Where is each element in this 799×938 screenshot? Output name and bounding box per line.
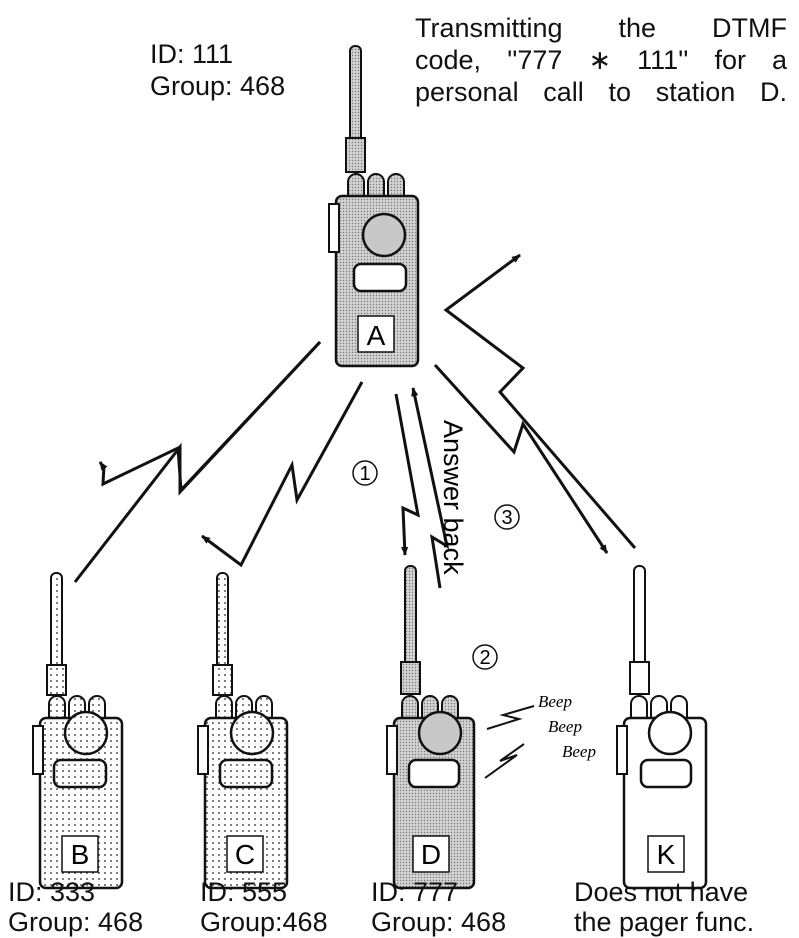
- radio-c-letter: C: [235, 839, 255, 870]
- beep-text-1: Beep: [538, 692, 572, 711]
- display-icon: [641, 760, 691, 787]
- step-2-number: 2: [479, 647, 490, 669]
- station-k-note-line-1: Does not have: [574, 876, 748, 908]
- station-d-group: Group: 468: [371, 906, 506, 938]
- speaker-icon: [65, 712, 107, 754]
- radio-d-letter: D: [421, 839, 441, 870]
- radio-c: C: [198, 573, 287, 888]
- step-3-number: 3: [501, 507, 512, 529]
- signal-a-to-d-icon: [396, 394, 418, 555]
- radio-b-letter: B: [71, 839, 90, 870]
- step-1-marker: 1: [353, 461, 377, 485]
- beep-sound-icon: [485, 744, 524, 778]
- answer-back-label: Answer back: [438, 420, 468, 575]
- step-1-number: 1: [359, 463, 370, 485]
- station-d-id: ID: 777: [371, 876, 458, 908]
- display-icon: [220, 760, 272, 787]
- station-b-group: Group: 468: [8, 906, 143, 938]
- antenna-icon: [634, 566, 645, 666]
- display-icon: [54, 760, 106, 787]
- station-c-id: ID: 555: [200, 876, 287, 908]
- radio-a-letter: A: [367, 320, 386, 351]
- radio-d: D: [387, 566, 474, 888]
- display-icon: [409, 760, 459, 787]
- signal-to-b-tip-icon: [100, 462, 104, 468]
- speaker-icon: [649, 712, 691, 754]
- station-k-note-line-2: the pager func.: [574, 906, 754, 938]
- speaker-icon: [231, 712, 273, 754]
- step-3-marker: 3: [495, 505, 519, 529]
- station-c-group: Group:468: [200, 906, 328, 938]
- beep-text-3: Beep: [562, 742, 596, 761]
- station-b-id: ID: 333: [8, 876, 95, 908]
- caption-line-3: personal call to station D.: [415, 76, 787, 108]
- speaker-icon: [363, 214, 405, 256]
- diagram-caption: Transmitting the DTMF code, ''777 ∗ 111'…: [415, 12, 787, 108]
- signal-a-to-c-icon: [202, 382, 362, 565]
- radio-a: A: [329, 46, 418, 366]
- signal-a-outward-icon: [446, 255, 635, 548]
- display-icon: [354, 264, 406, 291]
- station-a-id: ID: 111: [150, 38, 233, 70]
- caption-line-1: Transmitting the DTMF: [415, 12, 787, 44]
- antenna-icon: [405, 566, 416, 666]
- radio-k-letter: K: [657, 839, 676, 870]
- radio-b: B: [33, 573, 122, 888]
- antenna-icon: [51, 573, 62, 669]
- radio-k: K: [617, 566, 706, 888]
- antenna-icon: [217, 573, 228, 669]
- beep-text-2: Beep: [548, 717, 582, 736]
- speaker-icon: [419, 712, 461, 754]
- signal-return-to-b-icon: [75, 342, 320, 582]
- step-2-marker: 2: [473, 645, 497, 669]
- beep-sound-icon: [487, 706, 534, 729]
- caption-line-2: code, ''777 ∗ 111'' for a: [415, 44, 787, 76]
- station-a-group: Group: 468: [150, 70, 285, 102]
- antenna-icon: [350, 46, 361, 142]
- signal-a-to-b-icon: [103, 342, 320, 490]
